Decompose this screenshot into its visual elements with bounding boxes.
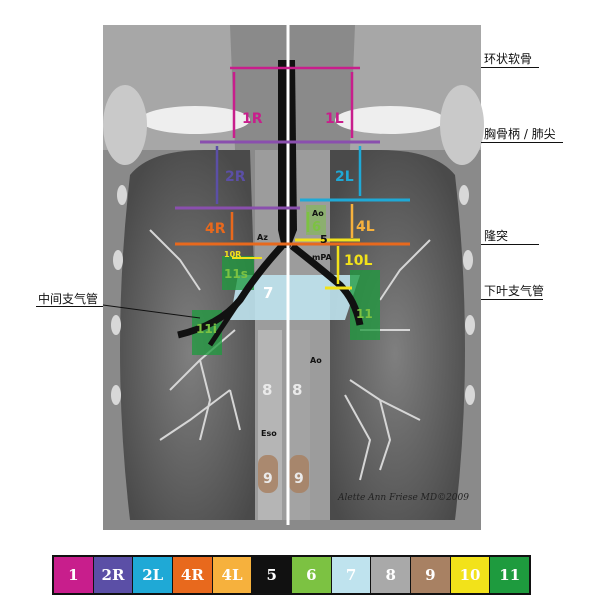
station-label-10l: 10L	[344, 253, 372, 269]
station-label-10r: 10R	[224, 250, 241, 259]
station-label-6: 6	[312, 220, 321, 235]
label-cricoid: 环状软骨	[484, 52, 533, 66]
legend-cell-6: 6	[292, 557, 332, 593]
right-lower-bronchus	[207, 298, 243, 347]
station-label-11i: 11i	[196, 322, 217, 336]
station-label-9b: 9	[294, 471, 304, 487]
legend-cell-10: 10	[450, 557, 491, 593]
station-9-zone-r	[258, 455, 278, 493]
station-label-4l: 4L	[356, 219, 375, 235]
clavicle	[140, 106, 250, 134]
station-label-11s: 11s	[224, 267, 248, 281]
station-label-2r: 2R	[225, 169, 246, 185]
signature: Alette Ann Friese MD©2009	[337, 493, 469, 503]
rule-bronchus-intermedius	[36, 306, 103, 307]
station-9-zone-l	[289, 455, 309, 493]
left-lung	[325, 150, 465, 520]
label-az: Az	[257, 233, 268, 242]
station-label-5: 5	[320, 233, 328, 246]
left-main-bronchus	[289, 243, 364, 326]
shoulder	[103, 85, 147, 165]
station-label-1l: 1L	[325, 111, 344, 127]
legend-cell-11: 11	[490, 557, 530, 593]
station-label-9a: 9	[263, 471, 273, 487]
label-manubrium: 胸骨柄 / 肺尖	[484, 127, 556, 141]
rule-carina	[481, 244, 539, 245]
label-eso: Eso	[261, 429, 277, 438]
label-ao-upper: Ao	[312, 209, 324, 218]
label-ao-lower: Ao	[310, 356, 322, 365]
station-7-zone	[230, 275, 360, 320]
legend-cell-2r: 2R	[93, 557, 134, 593]
label-mpa: mPA	[312, 253, 332, 262]
station-label-8a: 8	[262, 381, 272, 399]
rule-manubrium	[481, 142, 563, 143]
station-label-4r: 4R	[205, 221, 226, 237]
legend-cell-7: 7	[331, 557, 372, 593]
station-label-8b: 8	[292, 381, 302, 399]
clavicle	[335, 106, 445, 134]
station-label-11l: 11	[356, 307, 373, 321]
rule-lower-lobe-bronchus	[481, 299, 543, 300]
station-label-7: 7	[263, 284, 273, 302]
station-label-1r: 1R	[242, 111, 263, 127]
legend-cell-2l: 2L	[133, 557, 174, 593]
legend-cell-1: 1	[54, 557, 94, 593]
legend-cell-8: 8	[371, 557, 412, 593]
station-label-2l: 2L	[335, 169, 354, 185]
legend-cell-4r: 4R	[173, 557, 213, 593]
pointer-bronchus-intermedius	[102, 304, 201, 319]
rule-cricoid	[481, 67, 539, 68]
legend-cell-5: 5	[252, 557, 293, 593]
legend-cell-4l: 4L	[212, 557, 253, 593]
label-bronchus-intermedius: 中间支气管	[38, 292, 99, 306]
shoulder	[440, 85, 484, 165]
station-6-zone	[306, 205, 326, 235]
ribs	[111, 185, 475, 405]
lung-vessels	[149, 229, 431, 481]
label-carina: 隆突	[484, 229, 509, 243]
label-lower-lobe-bronchus: 下叶支气管	[484, 284, 545, 298]
legend-cell-9: 9	[411, 557, 451, 593]
